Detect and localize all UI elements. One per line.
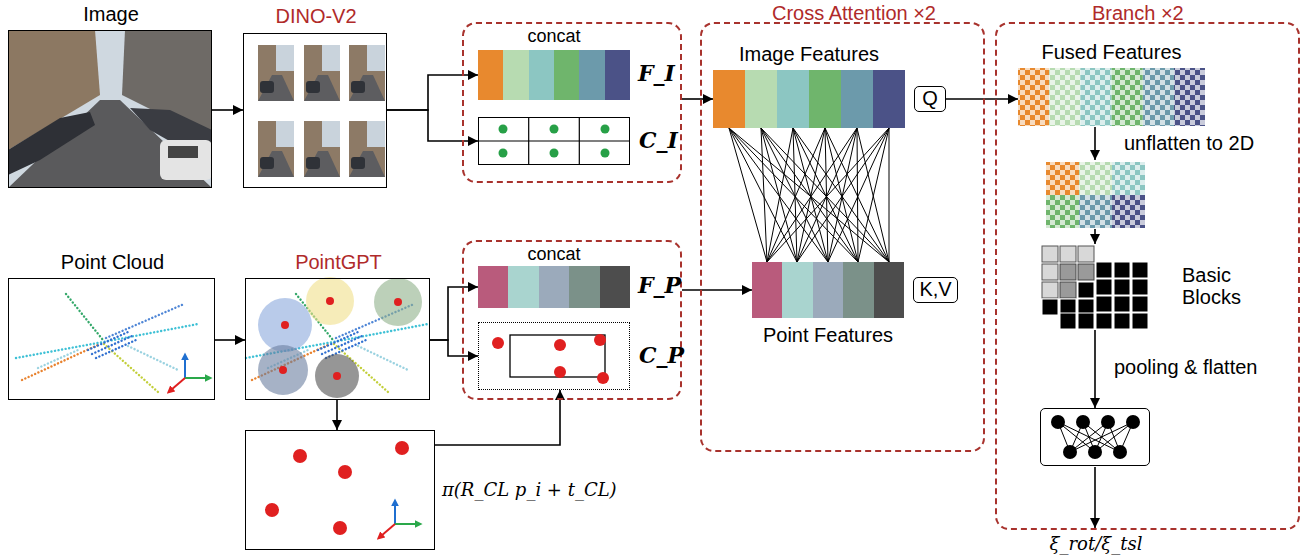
concat-group: concatF_PC_P — [462, 240, 682, 400]
connector-arrow — [212, 109, 243, 111]
connector-arrow — [430, 340, 478, 356]
fused-feature-bar — [1018, 68, 1205, 126]
edge-label: pooling & flatten — [1112, 356, 1259, 378]
feature-bar: F_P — [478, 266, 630, 308]
node-label: Basic Blocks — [1182, 264, 1262, 308]
node-label: Image — [9, 3, 213, 25]
point-cloud — [16, 294, 207, 392]
connector-arrow — [387, 75, 478, 110]
connector-arrow — [430, 287, 478, 340]
node-label: C_P — [639, 344, 684, 366]
encoder-box: PointGPT — [245, 278, 430, 400]
image-patches — [258, 45, 385, 177]
node-label: concat — [478, 243, 630, 265]
attention-group: Cross Attention ×2Image FeaturesQPoint F… — [700, 22, 985, 452]
branch-arrows — [1094, 127, 1096, 528]
coord-grid: C_I — [478, 117, 630, 165]
node-label: C_I — [639, 129, 678, 151]
node-label: F_I — [638, 62, 675, 84]
branch-group: Branch ×2Fused FeaturesBasic Blocksξ_rot… — [995, 22, 1300, 530]
keyvalue-tag: K,V — [913, 277, 958, 303]
query-tag: Q — [914, 86, 946, 112]
free-label: unflatten to 2D — [1122, 132, 1256, 154]
node-label: Branch ×2 — [1092, 2, 1184, 24]
node-label: Image Features — [713, 43, 905, 65]
connector-arrow — [215, 339, 245, 341]
feature-bar: F_I — [478, 50, 630, 100]
connector-arrow — [682, 289, 752, 291]
node-label: Fused Features — [1018, 41, 1205, 63]
node-label: Point Features — [742, 324, 914, 346]
street-photo — [8, 30, 212, 188]
node-label: Cross Attention ×2 — [772, 2, 936, 24]
node-label: Q — [915, 87, 945, 110]
attention-lines — [729, 128, 889, 262]
node-label: ξ_rot/ξ_tsl — [1036, 533, 1156, 555]
fused-bar: Fused Features — [1018, 68, 1205, 126]
image-box: Image — [8, 30, 212, 188]
feature-bar: Point Features — [752, 262, 904, 318]
connector-arrow — [336, 400, 338, 430]
pointcloud-box: Point Cloud — [8, 278, 215, 400]
feature-map-2d — [1046, 162, 1145, 228]
pointgpt-groups — [246, 277, 428, 398]
connector-arrow — [682, 98, 713, 100]
connector-arrow — [387, 110, 478, 141]
centers-3d — [265, 441, 417, 536]
feature-bar: Image Features — [713, 70, 905, 128]
basic-blocks-icon — [1042, 246, 1148, 329]
node-label: K,V — [914, 278, 957, 301]
projected-points — [492, 334, 609, 384]
mlp-head: ξ_rot/ξ_tsl — [1040, 408, 1150, 466]
node-label: Point Cloud — [9, 251, 216, 273]
coord-grid-lines — [478, 117, 630, 165]
connector-arrow — [1094, 330, 1096, 408]
mlp-icon — [1051, 415, 1140, 459]
node-label: PointGPT — [246, 251, 431, 273]
node-label: F_P — [638, 274, 681, 296]
node-label: concat — [478, 25, 630, 47]
concat-group: concatF_I C_I — [462, 22, 682, 183]
node-label: DINO-V2 — [244, 5, 388, 27]
projection-box: π(R_CL p_i + t_CL) — [245, 430, 435, 550]
node-label: π(R_CL p_i + t_CL) — [442, 479, 617, 501]
connector-arrow — [946, 98, 1018, 100]
block-stack: Basic Blocks — [1040, 244, 1150, 330]
encoder-box: DINO-V2 — [243, 33, 387, 188]
coord-box: C_P — [478, 322, 630, 390]
